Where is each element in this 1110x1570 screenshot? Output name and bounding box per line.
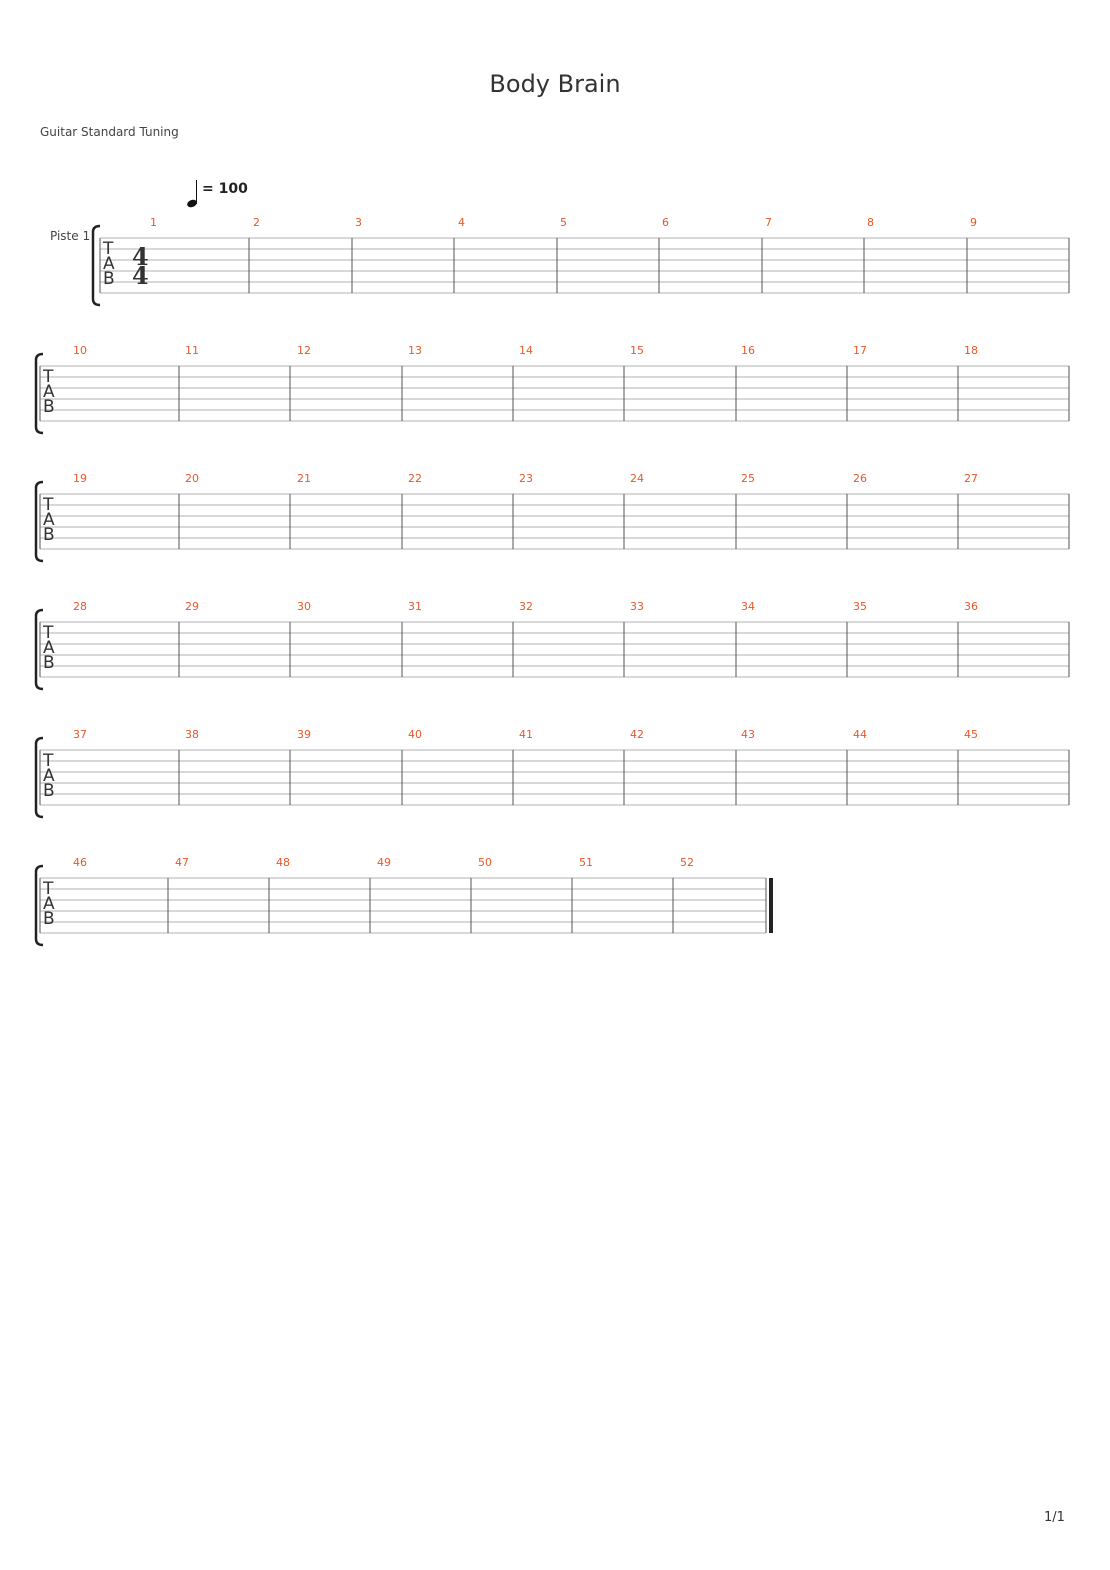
measure-number: 11 (185, 344, 199, 357)
measure-number: 12 (297, 344, 311, 357)
system-bracket (34, 864, 44, 947)
measure-number: 37 (73, 728, 87, 741)
measure-number: 4 (458, 216, 465, 229)
quarter-note-stem (196, 180, 198, 204)
time-signature-denominator: 4 (132, 261, 149, 290)
system-bracket (34, 352, 44, 435)
measure-number: 31 (408, 600, 422, 613)
measure-number: 14 (519, 344, 533, 357)
system-bracket (34, 736, 44, 819)
measure-number: 41 (519, 728, 533, 741)
measure-number: 38 (185, 728, 199, 741)
measure-number: 51 (579, 856, 593, 869)
measure-number: 29 (185, 600, 199, 613)
measure-number: 27 (964, 472, 978, 485)
measure-number: 52 (680, 856, 694, 869)
tab-clef-letter: T (42, 623, 54, 643)
measure-number: 49 (377, 856, 391, 869)
measure-number: 10 (73, 344, 87, 357)
measure-number: 16 (741, 344, 755, 357)
measure-number: 21 (297, 472, 311, 485)
tab-clef-letter: B (103, 269, 115, 289)
measure-number: 45 (964, 728, 978, 741)
measure-number: 24 (630, 472, 644, 485)
measure-number: 13 (408, 344, 422, 357)
system-bracket (34, 480, 44, 563)
tab-clef-letter: B (43, 525, 55, 545)
measure-number: 39 (297, 728, 311, 741)
tab-clef-letter: A (43, 894, 55, 914)
tempo-marking: = 100 (185, 178, 265, 212)
measure-number: 34 (741, 600, 755, 613)
measure-number: 17 (853, 344, 867, 357)
measure-number: 18 (964, 344, 978, 357)
tab-system: TAB 46 47 48 49 50 51 52 (34, 856, 773, 947)
measure-number: 32 (519, 600, 533, 613)
measure-number: 7 (765, 216, 772, 229)
measure-number: 48 (276, 856, 290, 869)
tuning-label: Guitar Standard Tuning (40, 125, 179, 139)
measure-number: 43 (741, 728, 755, 741)
time-signature-numerator: 4 (132, 242, 149, 271)
measure-number: 2 (253, 216, 260, 229)
tab-clef-letter: B (43, 397, 55, 417)
tab-clef-letter: T (42, 367, 54, 387)
measure-number: 6 (662, 216, 669, 229)
tab-clef-letter: B (43, 909, 55, 929)
measure-number: 25 (741, 472, 755, 485)
tab-clef-letter: A (103, 254, 115, 274)
page-number: 1/1 (1044, 1510, 1065, 1525)
tab-clef-letter: T (42, 879, 54, 899)
measure-number: 20 (185, 472, 199, 485)
tempo-value: = 100 (202, 181, 248, 197)
tab-system: TAB 28 29 30 31 32 33 34 35 36 (34, 600, 1070, 691)
track-name: Piste 1 (50, 229, 91, 243)
measure-number: 44 (853, 728, 867, 741)
tab-clef-letter: A (43, 382, 55, 402)
song-title: Body Brain (489, 70, 621, 98)
tab-system: TAB 37 38 39 40 41 42 43 44 45 (34, 728, 1070, 819)
measure-number: 8 (867, 216, 874, 229)
measure-number: 22 (408, 472, 422, 485)
measure-number: 9 (970, 216, 977, 229)
measure-number: 1 (150, 216, 157, 229)
measure-number: 50 (478, 856, 492, 869)
measure-number: 36 (964, 600, 978, 613)
tab-clef-letter: A (43, 638, 55, 658)
measure-number: 5 (560, 216, 567, 229)
tab-clef-letter: B (43, 781, 55, 801)
measure-number: 40 (408, 728, 422, 741)
tab-clef-letter: T (42, 495, 54, 515)
tab-clef-letter: A (43, 766, 55, 786)
measure-number: 19 (73, 472, 87, 485)
measure-number: 23 (519, 472, 533, 485)
measure-number: 26 (853, 472, 867, 485)
measure-number: 35 (853, 600, 867, 613)
measure-number: 3 (355, 216, 362, 229)
measure-number: 42 (630, 728, 644, 741)
measure-number: 33 (630, 600, 644, 613)
measure-number: 28 (73, 600, 87, 613)
measure-number: 30 (297, 600, 311, 613)
tab-clef-letter: T (42, 751, 54, 771)
tab-clef-letter: T (102, 239, 114, 259)
measure-number: 15 (630, 344, 644, 357)
tab-system: TAB 19 20 21 22 23 24 25 26 27 (34, 472, 1070, 563)
system-bracket (91, 224, 101, 307)
system-bracket (34, 608, 44, 691)
measure-number: 46 (73, 856, 87, 869)
tab-clef-letter: A (43, 510, 55, 530)
tab-clef-letter: B (43, 653, 55, 673)
measure-number: 47 (175, 856, 189, 869)
tab-system: TAB 10 11 12 13 14 15 16 17 18 (34, 344, 1070, 435)
